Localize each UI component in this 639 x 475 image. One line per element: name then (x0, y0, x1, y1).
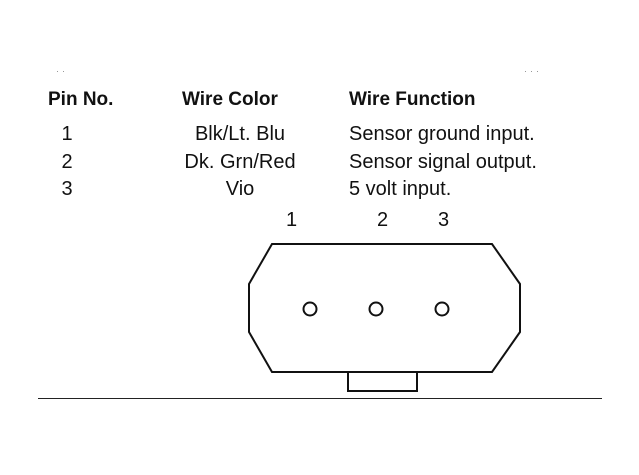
connector-pin-1-label: 1 (286, 209, 298, 231)
row-1-color: Blk/Lt. Blu (194, 123, 286, 145)
row-3-color: Vio (225, 178, 255, 200)
connector-pin-3-label: 3 (438, 209, 450, 231)
row-2-pin: 2 (61, 151, 73, 173)
row-1-function: Sensor ground input. (349, 123, 535, 145)
header-wire-function: Wire Function (349, 89, 476, 110)
connector-pin-1-hole (302, 301, 318, 317)
connector-locking-tab (347, 372, 418, 392)
header-wire-color: Wire Color (182, 89, 278, 110)
connector-pin-2-hole (368, 301, 384, 317)
scan-artifact-dots: ··· (524, 66, 542, 76)
row-3-pin: 3 (61, 178, 73, 200)
row-2-function: Sensor signal output. (349, 151, 537, 173)
connector-body-outline (248, 243, 521, 373)
bottom-divider-line (38, 398, 602, 399)
pin-wire-table: ·· ··· Pin No. Wire Color Wire Function … (0, 0, 639, 210)
connector-pin-2-label: 2 (377, 209, 389, 231)
row-3-function: 5 volt input. (349, 178, 452, 200)
header-pin-no: Pin No. (48, 89, 114, 110)
connector-pin-3-hole (434, 301, 450, 317)
row-2-color: Dk. Grn/Red (184, 151, 296, 173)
scan-artifact-dots: ·· (56, 66, 68, 76)
row-1-pin: 1 (61, 123, 73, 145)
